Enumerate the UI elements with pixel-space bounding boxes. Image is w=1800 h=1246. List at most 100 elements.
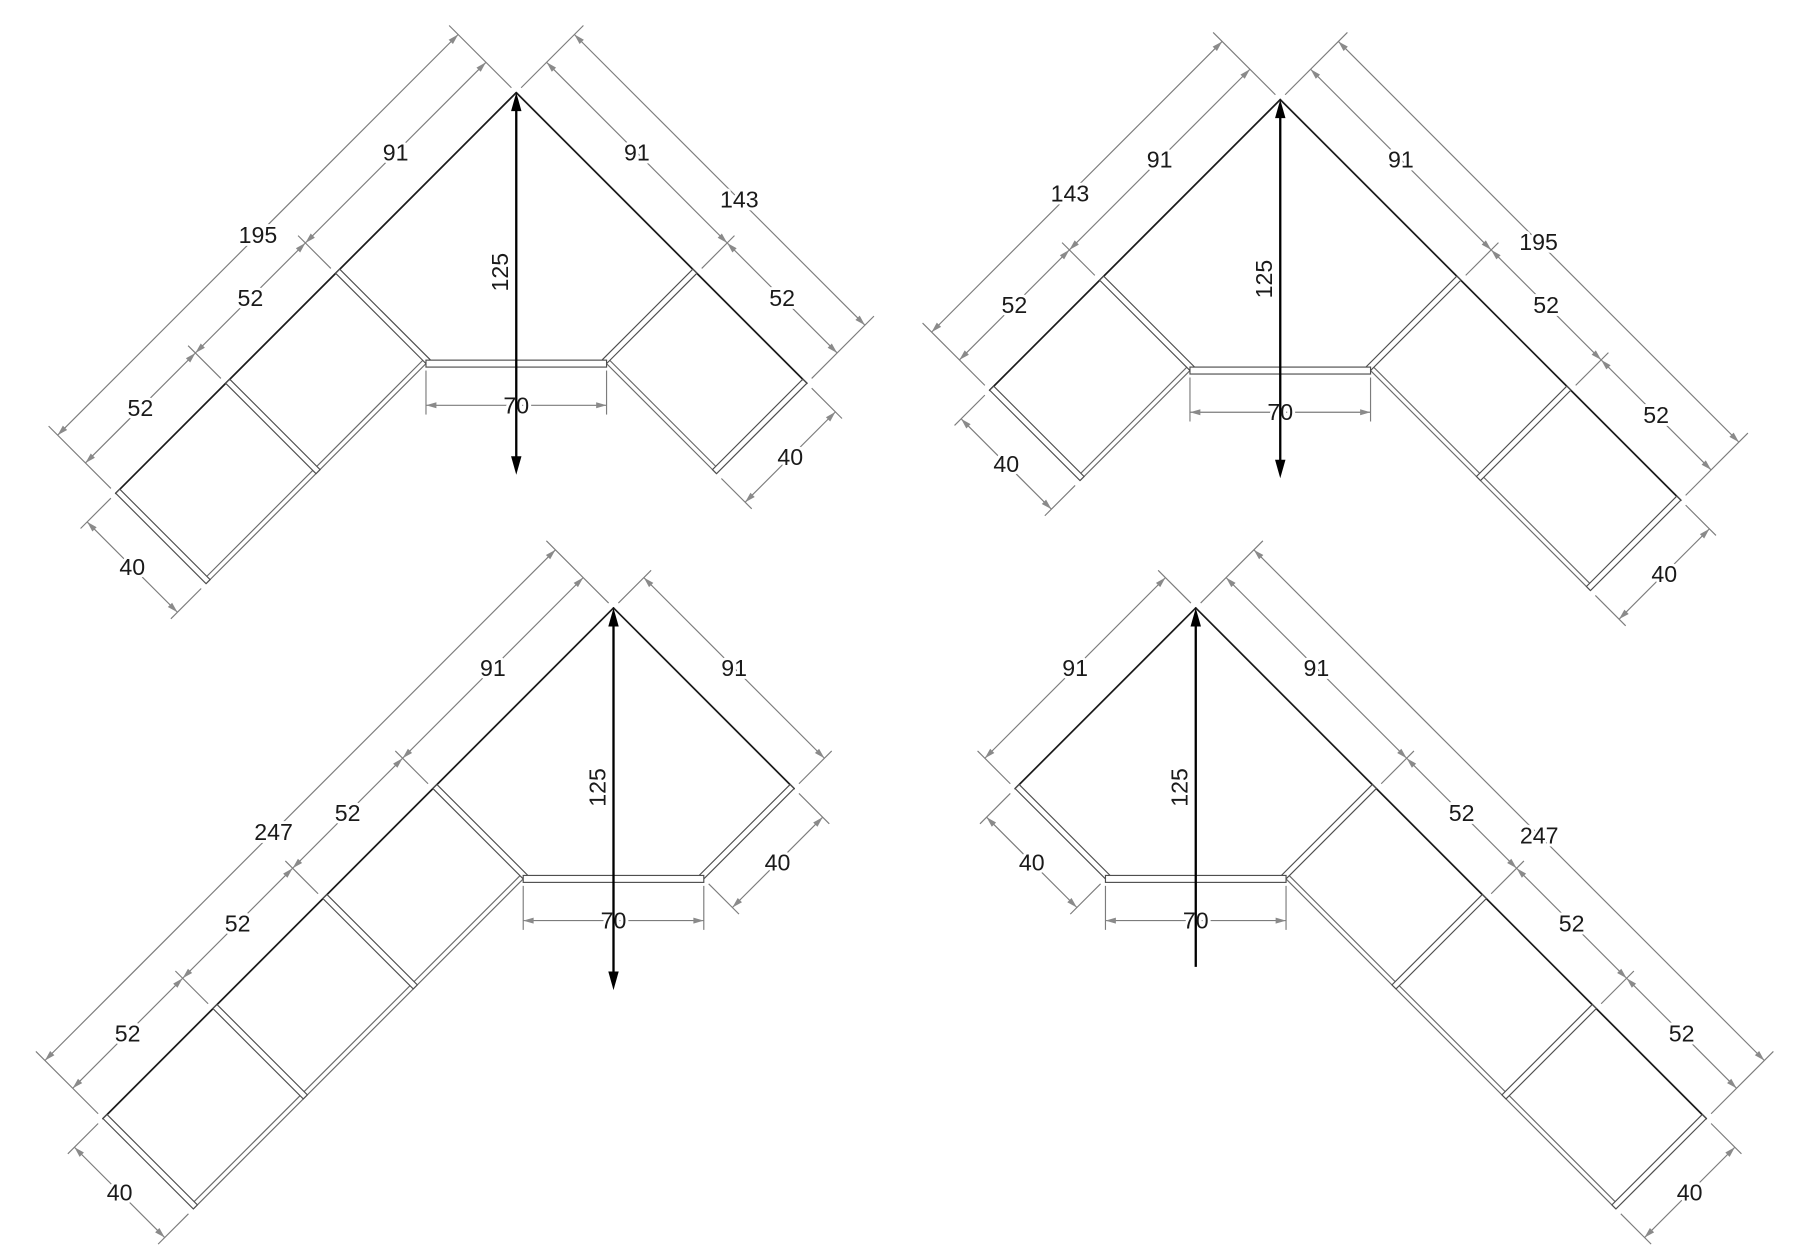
left-divider-panel [432,783,529,880]
left-segment-arrow [984,748,995,759]
right-segment-1-label: 91 [721,655,747,681]
right-segment-1-label: 91 [1304,655,1330,681]
height-arrow-top [1275,99,1286,119]
left-segment-2-label: 52 [238,285,264,311]
left-total-dimension-line [57,34,459,436]
left-end-panel [988,385,1085,482]
left-segment-arrow [393,758,403,768]
right-depth-label: 40 [777,444,803,470]
right-segment-arrow [1310,69,1321,79]
right-segment-dimension-line [1310,68,1712,471]
right-segment-arrow [1617,968,1627,979]
right-depth-extension-line [811,387,843,419]
left-depth-extension-line [80,497,112,529]
right-depth-arrow [1619,609,1629,620]
right-front-edge [609,359,721,471]
right-back-edge [1279,98,1682,502]
right-extension-line [1600,970,1635,1005]
left-segment-dimension-line [984,577,1166,759]
right-total-label: 195 [1519,229,1558,255]
left-depth-dimension-line [86,521,178,613]
shelf-outline [1014,607,1708,1210]
height-dimension: 125 [581,607,619,991]
right-extension-line [1380,750,1415,785]
right-total-label: 143 [720,187,759,213]
right-end-panel [711,378,808,475]
left-segment-arrow [1155,577,1166,588]
left-depth-label: 40 [993,451,1019,477]
right-segment-arrow [827,343,838,353]
right-total-arrow [855,315,865,326]
left-depth-arrow [74,1147,84,1157]
left-depth-dimension-line [986,816,1078,908]
height-arrow-bottom [1275,459,1286,479]
left-front-edge [1079,370,1191,481]
left-segment-arrow [402,748,413,759]
left-divider-panel [322,893,419,990]
left-depth-extension-line [1044,485,1076,517]
height-dimension: 125 [1248,99,1286,479]
right-divider-panel [1391,893,1488,990]
left-extension-line [448,25,512,89]
left-segment-arrow [182,968,193,979]
right-extension-line [1575,352,1609,386]
right-depth-dimension-line [731,816,824,908]
right-segment-arrow [1701,460,1712,470]
right-segment-arrow [717,233,728,243]
right-depth-extension-line [1594,595,1627,627]
width-arrow [1360,409,1371,416]
left-depth-dimension-line [960,418,1052,510]
height-label: 125 [487,253,513,292]
right-extension-line [701,235,735,269]
right-front-edge [1285,878,1617,1210]
right-segment-1-label: 91 [1388,147,1414,173]
right-segment-arrow [727,242,737,253]
left-divider-panel [334,268,431,365]
left-depth-extension-line [954,394,986,426]
right-divider-panel [601,268,698,365]
right-total-arrow [574,34,584,45]
left-segment-3-label: 52 [128,395,154,421]
right-depth-extension-line [708,883,740,915]
width-arrow [596,402,607,409]
left-segment-arrow [173,978,183,988]
right-segment-2-label: 52 [769,285,795,311]
shelf-outline [102,607,795,1210]
left-back-edge [102,607,615,1120]
height-dimension: 125 [1164,607,1201,967]
right-extension-line [617,569,652,604]
left-front-edge [189,875,521,1207]
height-arrow-top [511,92,522,112]
right-divider-panel [1281,783,1378,880]
right-segment-arrow [1406,758,1417,768]
left-back-edge [114,91,518,495]
right-segment-dimension-line [546,61,838,354]
right-depth-label: 40 [765,849,791,875]
right-depth-extension-line [720,478,753,510]
left-extension-line [394,750,429,785]
left-segment-arrow [1240,69,1250,79]
left-depth-label: 40 [107,1179,133,1205]
right-depth-dimension-line [1644,1146,1736,1238]
left-depth-label: 40 [1019,849,1045,875]
left-depth-arrow [155,1228,165,1238]
shelf-outline [114,91,808,585]
right-segment-dimension-line [643,577,825,759]
height-label: 125 [584,768,610,807]
right-segment-arrow [1626,978,1637,988]
left-segment-2-label: 52 [1001,292,1027,318]
width-arrow [1189,409,1201,416]
left-total-dimension-line [44,549,556,1061]
height-arrow-top [608,607,619,627]
left-end-panel [114,488,211,585]
right-front-edge [1288,875,1620,1207]
left-segment-1-label: 91 [1147,147,1173,173]
left-extension-line [284,860,319,895]
left-segment-arrow [305,233,315,243]
right-segment-arrow [1397,748,1407,759]
left-total-label: 247 [254,819,293,845]
